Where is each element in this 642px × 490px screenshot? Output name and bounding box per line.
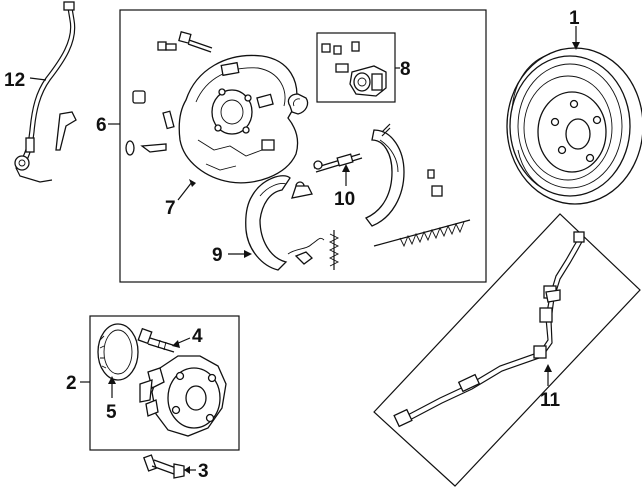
callout-5: 5 <box>106 402 117 423</box>
backing-plate-part <box>178 54 299 184</box>
brake-hose-group-box <box>373 213 641 487</box>
brake-drum-part <box>506 47 642 205</box>
leader-11-arrow <box>544 364 552 372</box>
leader-1-arrow <box>572 42 580 50</box>
callout-7: 7 <box>165 198 176 219</box>
callout-11: 11 <box>540 390 561 411</box>
wheel-stud-part <box>137 327 177 353</box>
leader-12 <box>29 77 47 81</box>
leader-4-arrow <box>172 340 180 348</box>
callout-4: 4 <box>192 326 203 347</box>
leader-7-arrow <box>189 179 196 187</box>
leader-5-arrow <box>108 376 116 384</box>
hub-bolt-part <box>143 454 185 479</box>
wheel-cylinder-part <box>321 41 387 97</box>
callout-10: 10 <box>334 189 355 210</box>
brake-shoe-part <box>245 175 340 271</box>
callout-8: 8 <box>400 59 411 80</box>
callout-6: 6 <box>96 115 107 136</box>
callout-12: 12 <box>4 70 25 91</box>
leader-3-arrow <box>184 466 190 474</box>
abs-sensor-part <box>14 1 77 183</box>
callout-3: 3 <box>198 461 209 482</box>
callout-2: 2 <box>66 373 77 394</box>
hub-assembly-part <box>97 323 227 437</box>
leader-10-arrow <box>342 164 350 172</box>
callout-9: 9 <box>212 245 223 266</box>
leader-9-arrow <box>244 250 252 258</box>
callout-1: 1 <box>569 8 580 29</box>
leader-7 <box>177 181 193 201</box>
hub-group-box <box>89 315 240 451</box>
brake-hose-part <box>393 231 585 428</box>
backing-plate-hardware <box>125 31 309 156</box>
adjuster-part <box>313 123 471 248</box>
backing-plate-group-box <box>119 9 487 283</box>
